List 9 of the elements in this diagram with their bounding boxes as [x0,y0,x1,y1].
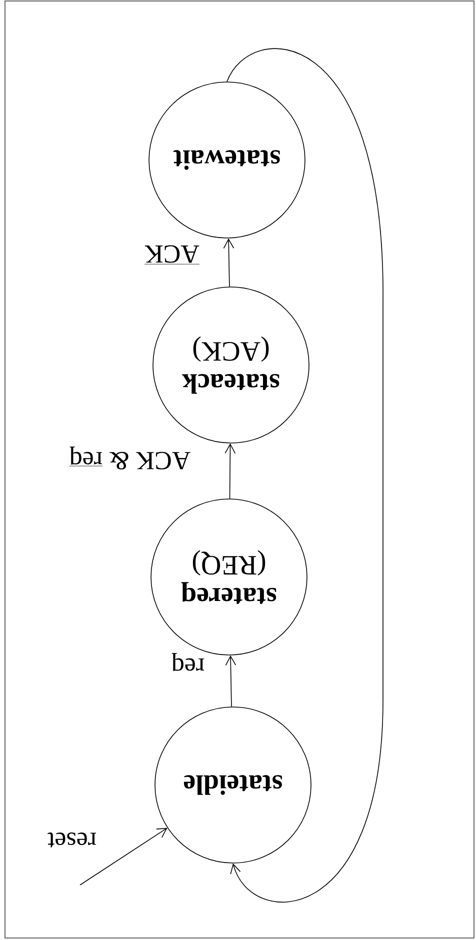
edge-label: reset [48,832,96,848]
arrow [225,655,236,708]
edge-label: $\overline{\mathrm{ACK}}$ [144,245,200,264]
edge-label: $\mathrm{ACK}\ \&\ \overline{\mathrm{req}}$ [69,446,190,470]
arrow [226,48,384,902]
arrow [80,828,168,886]
arrow [223,238,234,288]
edge-label: req [172,652,204,672]
arrow [224,443,236,500]
